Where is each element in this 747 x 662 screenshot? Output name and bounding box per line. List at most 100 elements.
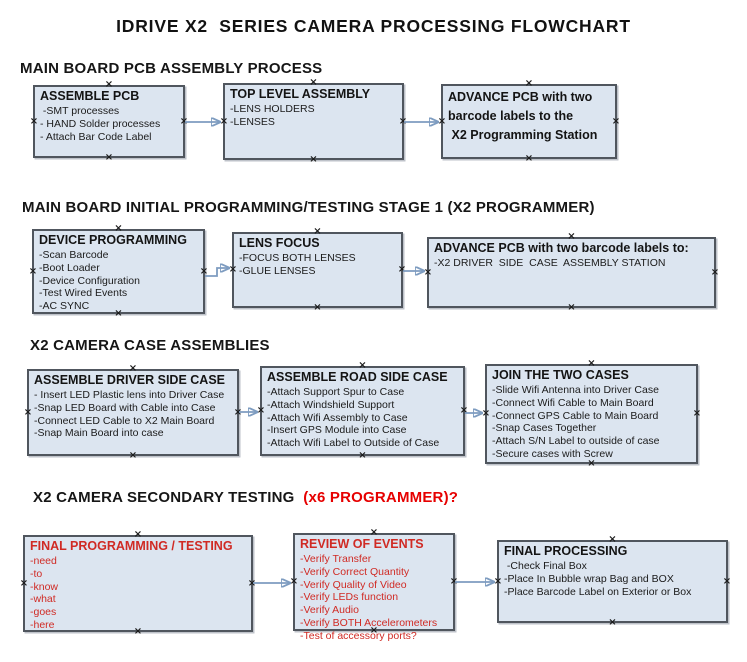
- node-item: -goes: [30, 606, 57, 619]
- node-item: -Connect LED Cable to X2 Main Board: [34, 414, 215, 427]
- anchor-x-icon: ×: [493, 575, 503, 587]
- node-items: -Attach Support Spur to Case-Attach Wind…: [267, 386, 458, 450]
- node-item: -Attach Wifi Label to Outside of Case: [267, 437, 440, 450]
- node-title: ADVANCE PCB with two barcode labels to:: [434, 241, 689, 255]
- node-item: -Verify Correct Quantity: [300, 565, 410, 578]
- anchor-x-icon: ×: [233, 406, 243, 418]
- node-item: ADVANCE PCB with two barcode labels to t…: [448, 90, 596, 123]
- node-items: -need-to-know-what-goes-here: [30, 555, 246, 632]
- anchor-x-icon: ×: [449, 576, 459, 587]
- node-lens-focus: LENS FOCUS -FOCUS BOTH LENSES-GLUE LENSE…: [229, 227, 406, 313]
- anchor-x-icon: ×: [358, 450, 367, 461]
- node-top-level-assembly: TOP LEVEL ASSEMBLY -LENS HOLDERS-LENSES …: [220, 78, 407, 165]
- section-header-initial-programming: MAIN BOARD INITIAL PROGRAMMING/TESTING S…: [22, 199, 595, 216]
- anchor-x-icon: ×: [459, 405, 469, 416]
- node-item: -Place Barcode Label on Exterior or Box: [504, 585, 692, 598]
- anchor-x-icon: ×: [247, 577, 257, 589]
- node-item: -here: [30, 618, 55, 631]
- node-item: -need: [30, 555, 57, 567]
- anchor-x-icon: ×: [179, 115, 189, 127]
- node-item: -Secure cases with Screw: [492, 447, 613, 460]
- node-items: -Scan Barcode-Boot Loader-Device Configu…: [39, 249, 198, 313]
- node-item: -GLUE LENSES: [239, 264, 316, 277]
- anchor-x-icon: ×: [437, 115, 447, 127]
- node-item: -Connect Wifi Cable to Main Board: [492, 396, 654, 409]
- node-item: -Test of accessory ports?: [300, 629, 417, 642]
- anchor-x-icon: ×: [104, 152, 114, 163]
- page-title: IDRIVE X2 SERIES CAMERA PROCESSING FLOWC…: [116, 16, 631, 36]
- anchor-x-icon: ×: [309, 154, 318, 165]
- node-item: -know: [30, 580, 59, 593]
- node-item: -AC SYNC: [39, 300, 90, 313]
- node-item: -Verify LEDs function: [300, 591, 399, 604]
- node-items: -Verify Transfer-Verify Correct Quantity…: [300, 553, 448, 643]
- node-advance-pcb-programming-station: ADVANCE PCB with two barcode labels to t…: [438, 79, 620, 164]
- section-header-red-text: (x6 PROGRAMMER)?: [303, 489, 459, 506]
- node-final-programming-testing: FINAL PROGRAMMING / TESTING -need-to-kno…: [20, 530, 256, 637]
- node-item: -Attach Support Spur to Case: [267, 386, 405, 398]
- node-item: -Verify Audio: [300, 604, 359, 617]
- node-title: FINAL PROGRAMMING / TESTING: [30, 539, 233, 553]
- node-item: -LENSES: [230, 115, 275, 128]
- node-title: REVIEW OF EVENTS: [300, 537, 424, 551]
- anchor-x-icon: ×: [608, 617, 617, 628]
- node-item: -Attach Wifi Assembly to Case: [267, 411, 408, 424]
- anchor-x-icon: ×: [219, 115, 229, 127]
- node-item: -Verify Quality of Video: [300, 578, 407, 591]
- node-title: TOP LEVEL ASSEMBLY: [230, 87, 371, 101]
- node-assemble-driver-side-case: ASSEMBLE DRIVER SIDE CASE - Insert LED P…: [24, 364, 242, 461]
- anchor-x-icon: ×: [29, 115, 39, 127]
- section-header-pcb-assembly: MAIN BOARD PCB ASSEMBLY PROCESS: [20, 60, 322, 77]
- node-join-the-two-cases: JOIN THE TWO CASES -Slide Wifi Antenna i…: [482, 359, 701, 469]
- anchor-x-icon: ×: [611, 115, 621, 127]
- node-items: -Slide Wifi Antenna into Driver Case-Con…: [492, 384, 691, 461]
- anchor-x-icon: ×: [722, 575, 732, 587]
- node-item: -Attach Windshield Support: [267, 398, 395, 411]
- node-item: -Device Configuration: [39, 274, 140, 287]
- node-item: - HAND Solder processes: [40, 117, 161, 130]
- node-advance-pcb-driver-side-station: ADVANCE PCB with two barcode labels to: …: [424, 232, 719, 313]
- anchor-x-icon: ×: [313, 302, 322, 313]
- node-item: -Snap Main Board into case: [34, 427, 164, 440]
- anchor-x-icon: ×: [228, 264, 238, 275]
- node-item: -LENS HOLDERS: [230, 103, 315, 115]
- section-header-secondary-testing: X2 CAMERA SECONDARY TESTING (x6 PROGRAMM…: [33, 489, 458, 506]
- anchor-x-icon: ×: [128, 450, 138, 461]
- section-header-text: X2 CAMERA SECONDARY TESTING: [33, 489, 304, 506]
- anchor-x-icon: ×: [397, 264, 407, 275]
- section-header-text: X2 CAMERA CASE ASSEMBLIES: [30, 337, 270, 354]
- anchor-x-icon: ×: [524, 153, 534, 164]
- node-item: -Test Wired Events: [39, 287, 128, 300]
- node-item: -Snap LED Board with Cable into Case: [34, 401, 216, 414]
- node-item: -Verify BOTH Accelerometers: [300, 616, 438, 629]
- node-item: -Boot Loader: [39, 261, 100, 274]
- anchor-x-icon: ×: [692, 408, 702, 419]
- node-title: ASSEMBLE PCB: [40, 89, 140, 103]
- node-item: -Scan Barcode: [39, 249, 109, 261]
- node-title: FINAL PROCESSING: [504, 544, 628, 558]
- node-title: ASSEMBLE ROAD SIDE CASE: [267, 370, 448, 384]
- anchor-x-icon: ×: [481, 408, 491, 419]
- section-header-case-assemblies: X2 CAMERA CASE ASSEMBLIES: [30, 337, 270, 354]
- node-item: -Check Final Box: [504, 560, 587, 572]
- node-item: -Snap Cases Together: [492, 422, 597, 435]
- node-item: -Place In Bubble wrap Bag and BOX: [504, 572, 674, 585]
- anchor-x-icon: ×: [199, 265, 209, 277]
- node-items: - Insert LED Plastic lens into Driver Ca…: [34, 389, 232, 440]
- node-item: -Verify Transfer: [300, 553, 372, 565]
- anchor-x-icon: ×: [23, 406, 33, 418]
- node-item: -to: [30, 567, 43, 580]
- node-item: -Slide Wifi Antenna into Driver Case: [492, 384, 659, 396]
- node-item: -X2 DRIVER SIDE CASE ASSEMBLY STATION: [434, 257, 666, 269]
- node-item: - Attach Bar Code Label: [40, 130, 152, 143]
- node-final-processing: FINAL PROCESSING -Check Final Box-Place …: [494, 535, 731, 628]
- anchor-x-icon: ×: [256, 405, 266, 416]
- node-assemble-pcb: ASSEMBLE PCB -SMT processes- HAND Solder…: [30, 80, 188, 163]
- section-header-text: MAIN BOARD PCB ASSEMBLY PROCESS: [20, 60, 323, 77]
- node-items: -LENS HOLDERS-LENSES: [230, 103, 397, 129]
- node-items: -Check Final Box-Place In Bubble wrap Ba…: [504, 560, 721, 598]
- node-item: X2 Programming Station: [448, 128, 598, 142]
- node-review-of-events: REVIEW OF EVENTS -Verify Transfer-Verify…: [290, 528, 458, 642]
- node-item: - Insert LED Plastic lens into Driver Ca…: [34, 389, 225, 401]
- node-items: -FOCUS BOTH LENSES-GLUE LENSES: [239, 252, 396, 278]
